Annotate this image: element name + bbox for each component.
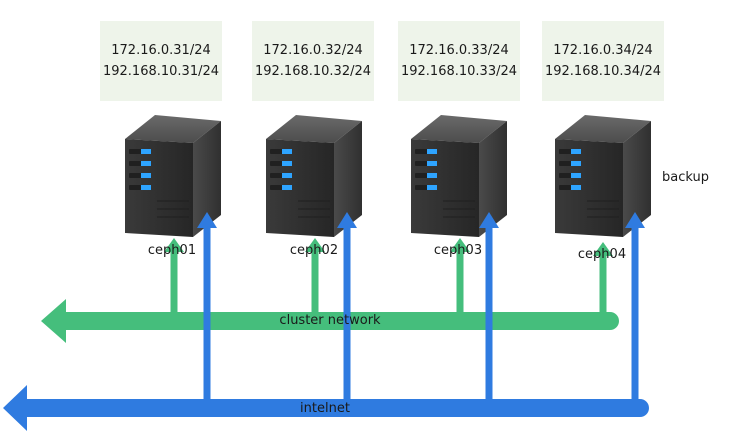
backup-label: backup — [662, 170, 709, 185]
ip-cluster-ceph02: 172.16.0.32/24 — [263, 43, 363, 58]
ip-public-ceph02: 192.168.10.32/24 — [254, 64, 372, 79]
ip-box-ceph04: 172.16.0.34/24 192.168.10.34/24 — [542, 21, 664, 101]
node-label-ceph01: ceph01 — [147, 243, 197, 258]
node-label-ceph02: ceph02 — [289, 243, 339, 258]
ip-cluster-ceph04: 172.16.0.34/24 — [553, 43, 653, 58]
ip-cluster-ceph01: 172.16.0.31/24 — [111, 43, 211, 58]
ip-box-ceph02: 172.16.0.32/24 192.168.10.32/24 — [252, 21, 374, 101]
public-network — [3, 212, 649, 431]
ip-cluster-ceph03: 172.16.0.33/24 — [409, 43, 509, 58]
ip-public-ceph03: 192.168.10.33/24 — [400, 64, 518, 79]
node-label-ceph04: ceph04 — [577, 247, 627, 262]
ip-box-ceph03: 172.16.0.33/24 192.168.10.33/24 — [398, 21, 520, 101]
node-label-ceph03: ceph03 — [433, 243, 483, 258]
ip-public-ceph01: 192.168.10.31/24 — [102, 64, 220, 79]
public-network-label: intelnet — [300, 401, 350, 416]
ip-public-ceph04: 192.168.10.34/24 — [544, 64, 662, 79]
cluster-network-label: cluster network — [279, 313, 381, 328]
cluster-network — [41, 238, 619, 343]
ip-box-ceph01: 172.16.0.31/24 192.168.10.31/24 — [100, 21, 222, 101]
